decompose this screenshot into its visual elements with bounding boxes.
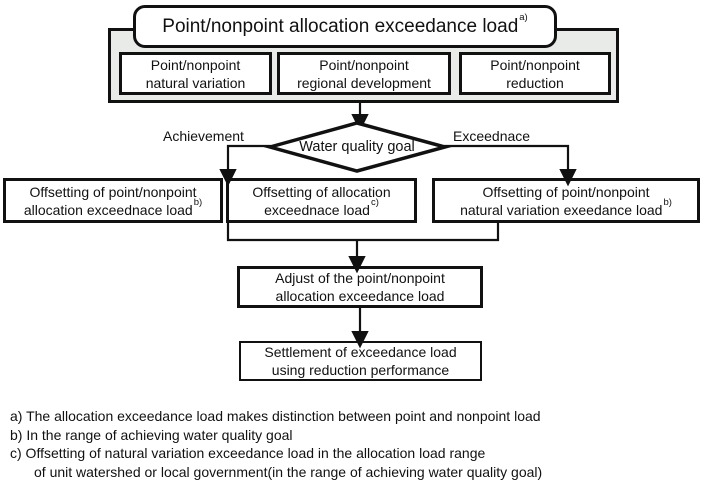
footnotes: a) The allocation exceedance load makes …: [10, 407, 542, 481]
box-line: Settlement of exceedance load: [264, 344, 457, 360]
footnote-b: b) In the range of achieving water quali…: [10, 426, 293, 443]
box-settlement: Settlement of exceedance load using redu…: [239, 341, 482, 381]
box-line: Point/nonpoint: [319, 56, 409, 73]
decision-label: Water quality goal: [299, 139, 415, 155]
box-line: Offsetting of allocation: [252, 183, 391, 200]
footnote-c: c) Offsetting of natural variation excee…: [10, 445, 486, 461]
box-line: natural variation exeedance loadb): [460, 196, 672, 218]
label-achievement: Achievement: [163, 128, 244, 144]
box-offset-allocation: Offsetting of allocation exceednace load…: [226, 178, 417, 223]
footnote-ref-c: c): [370, 196, 379, 208]
box-offset-natural-variation: Offsetting of point/nonpoint natural var…: [432, 178, 700, 223]
box-line: using reduction performance: [271, 362, 450, 378]
box-offset-allocation-exceedance: Offsetting of point/nonpoint allocation …: [3, 178, 223, 223]
box-line: Offsetting of point/nonpoint: [482, 183, 650, 200]
footnote-ref-b: b): [663, 196, 672, 208]
box-line: allocation exceednace loadb): [23, 196, 203, 218]
arrow-exceedance-branch: [444, 144, 577, 187]
box-reduction: Point/nonpoint reduction: [459, 52, 611, 95]
label-exceedance: Exceednace: [453, 128, 531, 144]
box-line: Point/nonpoint: [490, 56, 580, 73]
footnote-ref-a: a): [519, 12, 528, 24]
merge-connector: [226, 223, 500, 242]
page-title: Point/nonpoint allocation exceedance loa…: [162, 12, 528, 37]
footnote-c-continued: of unit watershed or local government(in…: [34, 463, 543, 480]
box-line: Offsetting of point/nonpoint: [29, 183, 197, 200]
box-line: reduction: [506, 74, 564, 91]
box-natural-variation: Point/nonpoint natural variation: [119, 52, 272, 95]
box-line: Adjust of the point/nonpoint: [275, 270, 445, 286]
box-line: regional development: [297, 74, 431, 91]
footnote-ref-b: b): [193, 196, 203, 208]
box-line: natural variation: [145, 74, 246, 91]
box-line: Point/nonpoint: [150, 56, 241, 73]
box-line: exceednace loadc): [264, 196, 379, 218]
title-box: Point/nonpoint allocation exceedance loa…: [133, 5, 557, 48]
box-line: allocation exceedance load: [275, 288, 445, 304]
footnote-a: a) The allocation exceedance load makes …: [10, 408, 541, 424]
arrow-achievement-branch: [219, 144, 271, 187]
box-adjust-load: Adjust of the point/nonpoint allocation …: [237, 266, 483, 308]
box-regional-development: Point/nonpoint regional development: [277, 52, 451, 95]
